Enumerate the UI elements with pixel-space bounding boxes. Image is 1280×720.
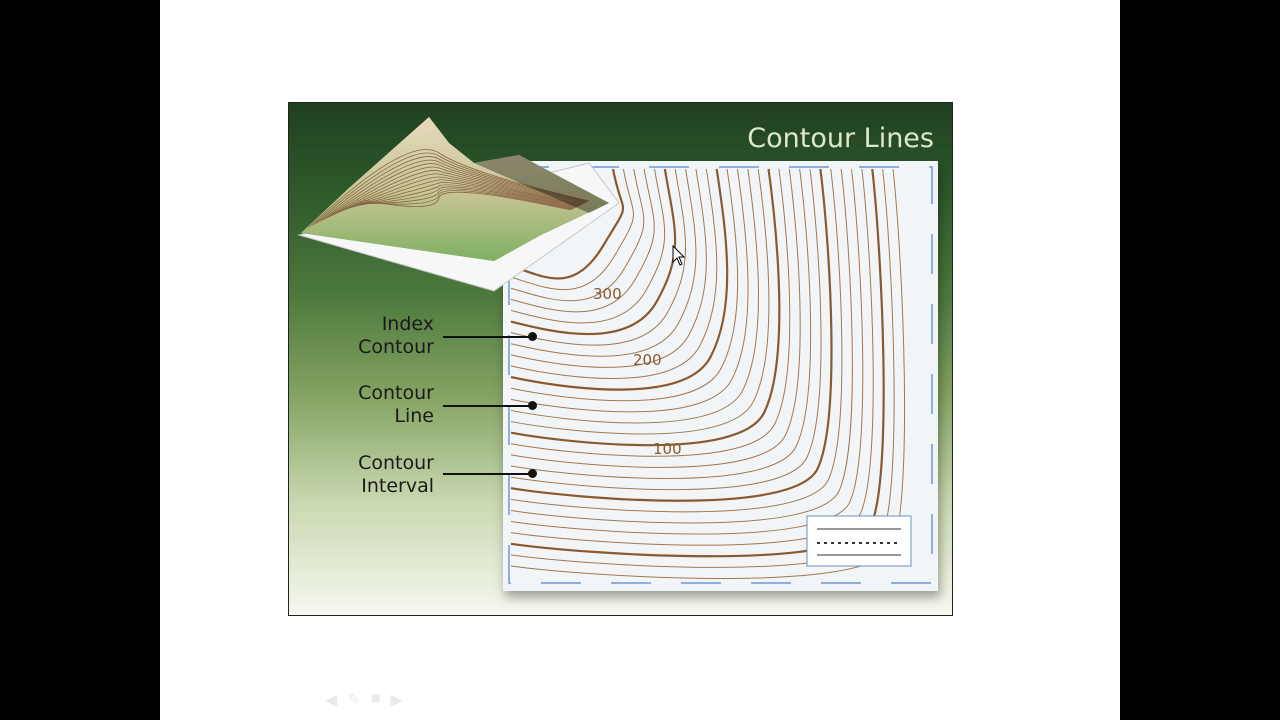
hill-contour-line [352, 186, 575, 209]
contour-lines-figure: Contour Lines 300 200 100 [288, 102, 953, 616]
contour-line [510, 168, 697, 357]
hill-contour-line [344, 182, 578, 210]
contour-line [510, 168, 686, 346]
elevation-label-200: 200 [633, 351, 662, 369]
contour-line [510, 168, 864, 535]
pen-icon[interactable]: ✎ [347, 692, 361, 709]
contour-map: 300 200 100 [508, 166, 933, 584]
contour-line [510, 168, 822, 491]
hill-contour-line [359, 190, 573, 210]
contour-line [510, 168, 801, 468]
hill-contour-line [362, 191, 572, 211]
contour-line [510, 168, 707, 368]
hill-contour-line [312, 152, 588, 226]
hill-contour-line [323, 163, 585, 221]
callout-index-contour-line1: Index [381, 313, 434, 335]
contour-line [510, 168, 625, 280]
hill-contour-line [341, 179, 579, 212]
contour-line [510, 168, 645, 302]
contour-line [510, 168, 781, 447]
hill-contour-line [326, 166, 584, 219]
contour-line-leader [443, 405, 533, 407]
contour-line [510, 168, 833, 502]
hill-contour-line [319, 159, 586, 222]
index-contour-leader [443, 336, 533, 338]
callout-contour-line: Contour Line [358, 382, 434, 428]
contour-line [510, 168, 791, 457]
callout-contour-line-line2: Line [394, 405, 434, 427]
contour-line [510, 168, 718, 379]
hill-contour-line [308, 149, 590, 228]
contour-line [510, 168, 749, 413]
hill-contour-line [330, 170, 582, 217]
mouse-pointer-icon [672, 245, 686, 266]
contour-line [510, 168, 634, 291]
figure-title: Contour Lines [747, 123, 934, 154]
contour-line [510, 168, 874, 546]
contour-line [510, 168, 853, 524]
contour-line [510, 168, 729, 391]
contour-line [510, 168, 759, 424]
previous-slide-icon[interactable]: ◀ [325, 692, 338, 709]
elevation-label-300: 300 [593, 285, 622, 303]
index-contour-dot [528, 332, 537, 341]
next-slide-icon[interactable]: ▶ [390, 692, 403, 709]
contour-line [510, 168, 655, 313]
callout-contour-interval-line1: Contour [358, 452, 434, 474]
callout-contour-interval-line2: Interval [361, 475, 434, 497]
callout-contour-interval: Contour Interval [358, 452, 434, 498]
hill-contour-line [355, 188, 574, 210]
callout-index-contour-line2: Contour [358, 336, 434, 358]
contour-line [510, 168, 843, 513]
hill-contour-line [334, 173, 581, 215]
callout-index-contour: Index Contour [358, 313, 434, 359]
slide: Contour Lines 300 200 100 [160, 0, 1120, 720]
contour-line [510, 168, 770, 435]
contour-line [510, 168, 812, 479]
hill-contour-line [337, 176, 580, 213]
contour-line [510, 168, 677, 336]
contour-line [510, 168, 739, 402]
map-legend [806, 515, 912, 567]
contour-interval-dot [528, 469, 537, 478]
elevation-label-100: 100 [653, 440, 682, 458]
contour-line [510, 168, 666, 324]
menu-icon[interactable]: ■ [370, 690, 381, 707]
contour-interval-leader [443, 473, 533, 475]
hill-contour-line [348, 184, 576, 208]
topographic-map-sheet: 300 200 100 [503, 161, 938, 591]
contour-line-dot [528, 401, 537, 410]
callout-contour-line-line1: Contour [358, 382, 434, 404]
hill-contour-line [315, 156, 587, 224]
slide-controls: ◀ ✎ ■ ▶ [325, 690, 403, 710]
hill-3d-illustration [297, 117, 620, 292]
